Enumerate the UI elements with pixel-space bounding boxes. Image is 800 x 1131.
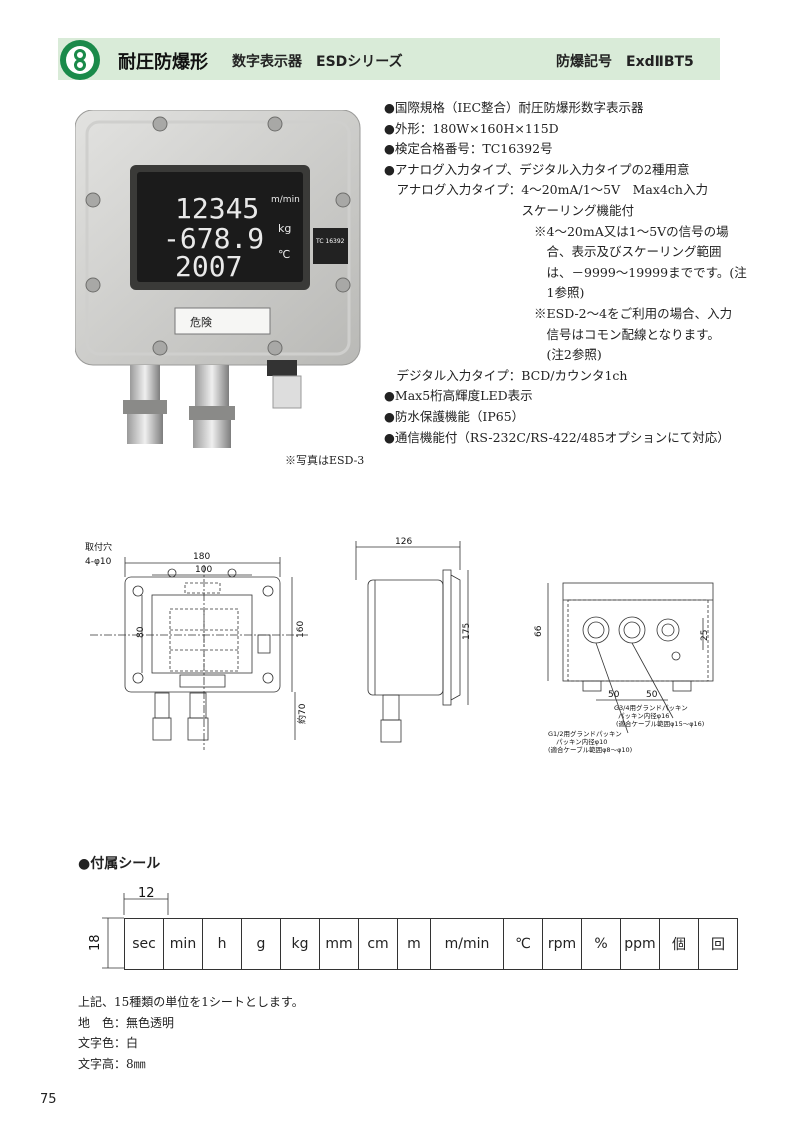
- seal-width-dim: 12: [138, 886, 155, 901]
- header-title: 耐圧防爆形: [118, 52, 208, 73]
- display-unit-3: ℃: [278, 248, 290, 261]
- dim-width-inner: 100: [195, 565, 212, 575]
- seal-section-title: ●付属シール: [78, 856, 161, 872]
- note-line: 文字色：白: [78, 1036, 139, 1050]
- dim-height-outer: 160: [296, 621, 306, 638]
- dim-pitch-1: 50: [608, 690, 620, 700]
- spec-line: 信号はコモン配線となります。: [384, 326, 720, 342]
- gland-large-line-2: パッキン内径φ16: [618, 711, 669, 720]
- dim-depth: 126: [395, 537, 412, 547]
- note-line: 地 色：無色透明: [78, 1015, 175, 1030]
- spec-line: ●アナログ入力タイプ、デジタル入力タイプの2種用意: [384, 161, 690, 177]
- display-line-2: -678.9: [163, 222, 264, 255]
- seal-unit-cell: m: [397, 918, 431, 970]
- seal-unit-cell: %: [581, 918, 621, 970]
- gland-small-line-3: (適合ケーブル範囲φ8～φ10): [548, 745, 632, 754]
- seal-notes: 上記、15種類の単位を1シートとします。 地 色：無色透明 文字色：白 文字高：…: [78, 992, 304, 1074]
- spec-list: ●国際規格（IEC整合）耐圧防爆形数字表示器 ●外形：180W×160H×115…: [384, 98, 747, 448]
- seal-unit-table: sec min h g kg mm cm m m/min ℃ rpm % ppm…: [124, 918, 738, 970]
- spec-line: スケーリング機能付: [384, 202, 635, 218]
- spec-line: アナログ入力タイプ：4～20mA/1～5V Max4ch入力: [384, 182, 708, 198]
- seal-unit-cell: mm: [319, 918, 359, 970]
- mount-hole-label: 取付穴: [85, 541, 112, 553]
- danger-label: 危険: [190, 316, 212, 329]
- seal-unit-cell: rpm: [542, 918, 582, 970]
- display-line-1: 12345: [175, 192, 259, 225]
- seal-unit-cell: h: [202, 918, 242, 970]
- seal-unit-cell: 個: [659, 918, 699, 970]
- spec-line: ●防水保護機能（IP65）: [384, 408, 525, 424]
- gland-small-line-2: パッキン内径φ10: [556, 737, 607, 746]
- spec-line: 合、表示及びスケーリング範囲: [384, 244, 722, 260]
- dim-height-inner: 80: [136, 626, 146, 638]
- spec-line: ●通信機能付（RS-232C/RS-422/485オプションにて対応）: [384, 429, 730, 445]
- seal-unit-cell: cm: [358, 918, 398, 970]
- note-line: 文字高：8㎜: [78, 1056, 146, 1071]
- photo-caption: ※写真はESD-3: [285, 454, 365, 467]
- dim-width-outer: 180: [193, 552, 210, 562]
- seal-unit-cell: m/min: [430, 918, 504, 970]
- product-photo: 12345 -678.9 2007 m/min kg ℃ TC 16392 危険: [75, 110, 361, 448]
- dim-bottom-height: 66: [534, 625, 544, 637]
- header-band: [58, 38, 720, 80]
- spec-line: は、－9999～19999までです。(注: [384, 264, 747, 280]
- seal-unit-cell: ppm: [620, 918, 660, 970]
- gland-large-line-1: G3/4用グランドパッキン: [614, 703, 688, 712]
- dim-right-height: 25: [700, 630, 710, 641]
- spec-line: ●外形：180W×160H×115D: [384, 120, 559, 136]
- spec-line: ●国際規格（IEC整合）耐圧防爆形数字表示器: [384, 100, 644, 115]
- spec-line: ※4～20mA又は1～5Vの信号の場: [384, 223, 729, 239]
- seal-unit-cell: min: [163, 918, 203, 970]
- spec-line: デジタル入力タイプ：BCD/カウンタ1ch: [384, 367, 628, 383]
- gland-large-line-3: (適合ケーブル範囲φ15～φ16): [616, 719, 704, 728]
- seal-unit-cell: g: [241, 918, 281, 970]
- side-view-drawing: 126 175: [355, 537, 472, 743]
- seal-unit-cell: kg: [280, 918, 320, 970]
- gland-small-line-1: G1/2用グランドパッキン: [548, 729, 622, 738]
- seal-dimensions: 12 18: [88, 886, 169, 969]
- spec-line: (注2参照): [384, 347, 602, 363]
- front-view-drawing: 取付穴 4-φ10 180 100 80 160 約70: [85, 541, 310, 750]
- mount-hole-dia-label: 4-φ10: [85, 557, 112, 567]
- display-unit-2: kg: [278, 222, 291, 235]
- header-subtitle: 数字表示器 ESDシリーズ: [232, 54, 403, 70]
- spec-line: ●検定合格番号：TC16392号: [384, 141, 553, 157]
- seal-height-dim: 18: [88, 934, 103, 951]
- spec-line: ●Max5桁高輝度LED表示: [384, 388, 533, 404]
- display-line-3: 2007: [175, 250, 242, 283]
- dim-side-height: 175: [462, 623, 472, 640]
- seal-unit-cell: 回: [698, 918, 738, 970]
- brand-logo-icon: [60, 40, 100, 80]
- display-unit-1: m/min: [271, 195, 300, 205]
- dim-pitch-2: 50: [646, 690, 658, 700]
- header-rating: 防爆記号 ExdⅡBT5: [556, 54, 694, 70]
- cert-label: TC 16392: [315, 238, 345, 245]
- bottom-view-drawing: 66 50 50 25 G3/4用グランドパッキン パッキン内径φ16 (適合ケ…: [534, 582, 714, 754]
- seal-unit-cell: sec: [124, 918, 164, 970]
- spec-line: 1参照): [384, 285, 585, 301]
- note-line: 上記、15種類の単位を1シートとします。: [78, 995, 304, 1009]
- dim-cable-length: 約70: [296, 703, 308, 724]
- spec-line: ※ESD-2～4をご利用の場合、入力: [384, 305, 733, 321]
- seal-unit-cell: ℃: [503, 918, 543, 970]
- page-number: 75: [40, 1092, 57, 1107]
